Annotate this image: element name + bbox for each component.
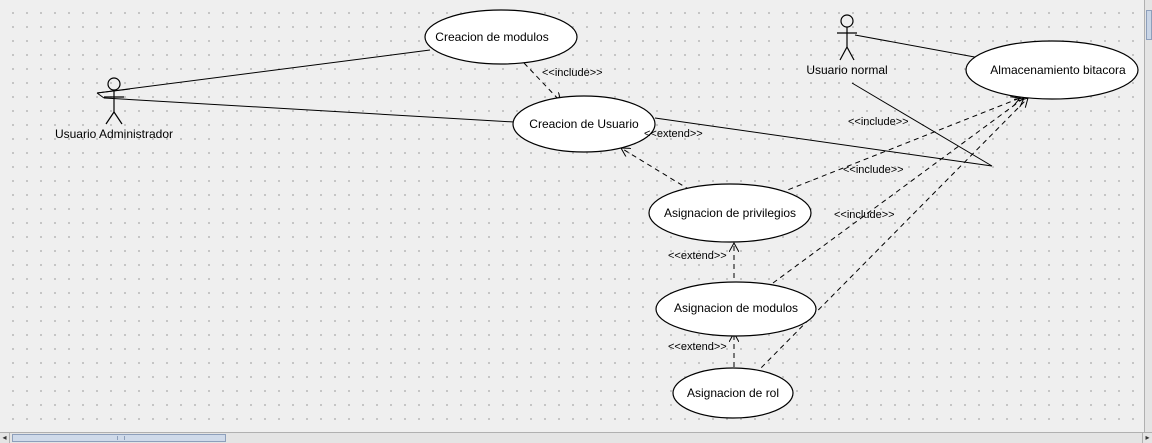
use-case-asignacion-modulos[interactable]: Asignacion de modulos (655, 281, 817, 337)
scroll-left-arrow-icon[interactable]: ◂ (0, 433, 10, 443)
use-case-label: Asignacion de modulos (674, 301, 798, 315)
include-rol-bitacora (754, 98, 1028, 375)
stereotype-include-label: <<include>> (542, 67, 603, 79)
include-modulos-bitacora (772, 98, 1024, 284)
use-case-almacenamiento-bitacora[interactable]: Almacenamiento bitacora (965, 40, 1139, 100)
scroll-right-arrow-icon[interactable]: ▸ (1142, 433, 1152, 443)
assoc-admin-usuario (103, 97, 515, 123)
assoc-admin-modulos (96, 49, 431, 94)
stereotype-include-label: <<include>> (848, 116, 909, 128)
assoc-admin-join (96, 92, 105, 99)
use-case-label: Asignacion de rol (687, 386, 779, 400)
dependencies (523, 62, 1028, 376)
associations (96, 34, 993, 167)
use-case-label: Almacenamiento bitacora (990, 63, 1126, 77)
use-case-creacion-usuario[interactable]: Creacion de Usuario (512, 95, 656, 153)
actor-label: Usuario Administrador (55, 127, 173, 141)
actor-usuario-administrador[interactable]: Usuario Administrador (55, 77, 173, 141)
use-case-label: Creacion de Usuario (529, 117, 639, 131)
vertical-scroll-thumb[interactable] (1146, 10, 1152, 40)
stereotype-extend-label: <<extend>> (644, 128, 703, 140)
stick-figure-icon (104, 77, 124, 125)
use-case-label: Creacion de modulos (435, 30, 548, 44)
stick-figure-icon (837, 14, 857, 61)
use-case-asignacion-rol[interactable]: Asignacion de rol (672, 367, 794, 419)
assoc-normal-anchor (851, 82, 993, 167)
assoc-normal-bitacora (854, 34, 981, 59)
use-case-creacion-modulos[interactable]: Creacion de modulos (424, 9, 578, 65)
vertical-scrollbar[interactable] (1144, 0, 1152, 432)
horizontal-scrollbar[interactable]: ◂ ▸ (0, 432, 1152, 443)
include-privilegios-bitacora (779, 98, 1020, 194)
horizontal-scroll-thumb[interactable] (12, 434, 226, 442)
stereotype-include-label: <<include>> (834, 209, 895, 221)
extend-privilegios-usuario (621, 148, 691, 191)
stereotype-extend-label: <<extend>> (668, 341, 727, 353)
use-case-asignacion-privilegios[interactable]: Asignacion de privilegios (648, 183, 812, 243)
scroll-grip-icon (117, 436, 125, 440)
actor-usuario-normal[interactable]: Usuario normal (806, 14, 888, 77)
assoc-usuario-anchor (654, 117, 993, 167)
stereotype-include-label: <<include>> (843, 164, 904, 176)
use-case-diagram: Creacion de modulos Creacion de Usuario … (55, 9, 1139, 419)
actor-label: Usuario normal (806, 63, 887, 77)
stereotype-extend-label: <<extend>> (668, 250, 727, 262)
use-case-label: Asignacion de privilegios (664, 206, 796, 220)
diagram-canvas[interactable]: Creacion de modulos Creacion de Usuario … (0, 0, 1145, 433)
